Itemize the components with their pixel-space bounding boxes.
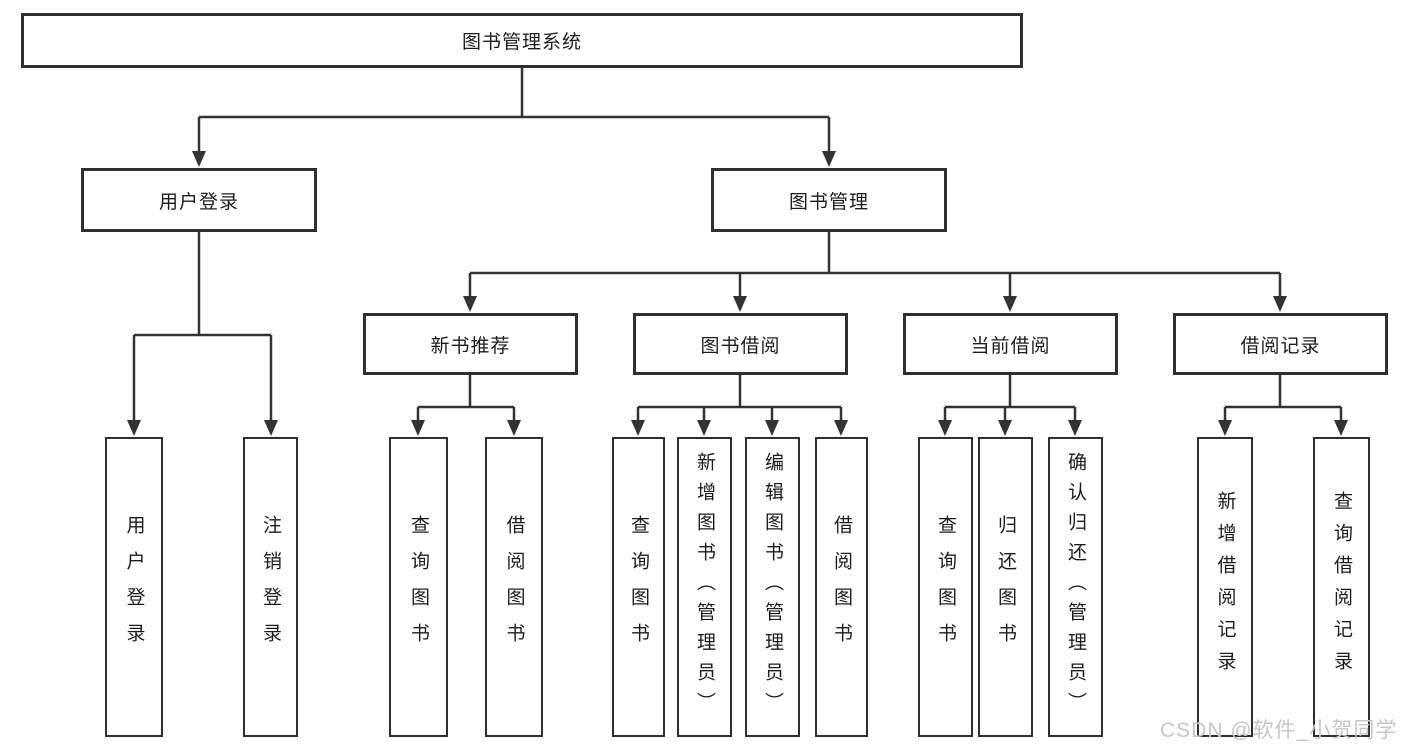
node-label: 确认归还（管理员） bbox=[1065, 452, 1086, 722]
node-label: 归还图书 bbox=[995, 515, 1016, 659]
node-label: 图书管理系统 bbox=[461, 32, 582, 53]
leaf-user-login: 用户登录 bbox=[105, 437, 163, 737]
connector-currentborrow-to-leaves bbox=[943, 375, 1077, 422]
leaf-add-book-admin: 新增图书（管理员） bbox=[677, 437, 732, 737]
arrow-down-icon bbox=[264, 420, 278, 436]
node-label: 新书推荐 bbox=[430, 335, 511, 357]
node-label: 用户登录 bbox=[123, 515, 145, 659]
arrow-down-icon bbox=[1334, 420, 1348, 436]
node-label: 新增借阅记录 bbox=[1214, 491, 1236, 683]
leaf-return-books: 归还图书 bbox=[978, 437, 1033, 737]
connector-records-to-leaves bbox=[1223, 375, 1343, 422]
node-label: 图书借阅 bbox=[700, 335, 781, 357]
connector-root-to-level2 bbox=[197, 68, 831, 153]
leaf-edit-book-admin: 编辑图书（管理员） bbox=[745, 437, 800, 737]
arrow-down-icon bbox=[697, 420, 711, 436]
node-new-book-recommend: 新书推荐 bbox=[363, 313, 578, 375]
arrow-down-icon bbox=[411, 420, 425, 436]
node-user-login-branch: 用户登录 bbox=[81, 168, 317, 232]
csdn-watermark: CSDN @软件_小贺同学 bbox=[1160, 719, 1398, 742]
leaf-borrow-books-2: 借阅图书 bbox=[815, 437, 868, 737]
node-label: 新增图书（管理员） bbox=[694, 452, 715, 722]
node-label: 查询图书 bbox=[628, 515, 649, 659]
arrow-down-icon bbox=[733, 296, 747, 312]
leaf-query-books-3: 查询图书 bbox=[918, 437, 973, 737]
connector-bookborrow-to-leaves bbox=[636, 375, 843, 422]
node-label: 借阅图书 bbox=[503, 515, 525, 659]
leaf-query-borrow-record: 查询借阅记录 bbox=[1313, 437, 1370, 737]
node-label: 查询借阅记录 bbox=[1331, 491, 1352, 683]
leaf-add-borrow-record: 新增借阅记录 bbox=[1197, 437, 1253, 737]
node-label: 借阅图书 bbox=[831, 515, 852, 659]
connector-userlogin-to-leaves bbox=[132, 232, 273, 422]
node-label: 编辑图书（管理员） bbox=[762, 452, 783, 722]
node-label: 注销登录 bbox=[260, 515, 281, 659]
connector-bookmgmt-to-level3 bbox=[468, 232, 1282, 299]
node-label: 查询图书 bbox=[935, 515, 956, 659]
arrow-down-icon bbox=[822, 151, 836, 167]
leaf-borrow-books-1: 借阅图书 bbox=[485, 437, 543, 737]
arrow-down-icon bbox=[463, 296, 477, 312]
arrow-down-icon bbox=[127, 420, 141, 436]
arrow-down-icon bbox=[834, 420, 848, 436]
node-book-management-branch: 图书管理 bbox=[711, 168, 947, 232]
leaf-logout: 注销登录 bbox=[243, 437, 298, 737]
node-book-borrowing: 图书借阅 bbox=[633, 313, 848, 375]
leaf-confirm-return-admin: 确认归还（管理员） bbox=[1048, 437, 1103, 737]
node-borrowing-records: 借阅记录 bbox=[1173, 313, 1388, 375]
node-label: 当前借阅 bbox=[970, 335, 1051, 357]
arrow-down-icon bbox=[1218, 420, 1232, 436]
arrow-down-icon bbox=[1068, 420, 1082, 436]
arrow-down-icon bbox=[765, 420, 779, 436]
node-label: 查询图书 bbox=[408, 515, 429, 659]
arrow-down-icon bbox=[1273, 296, 1287, 312]
arrow-down-icon bbox=[507, 420, 521, 436]
leaf-query-books-2: 查询图书 bbox=[612, 437, 665, 737]
arrow-down-icon bbox=[1003, 296, 1017, 312]
connector-newbook-to-leaves bbox=[416, 375, 516, 422]
node-label: 借阅记录 bbox=[1240, 335, 1321, 357]
arrow-down-icon bbox=[938, 420, 952, 436]
node-root-library-system: 图书管理系统 bbox=[21, 13, 1023, 68]
leaf-query-books-1: 查询图书 bbox=[389, 437, 448, 737]
node-label: 图书管理 bbox=[788, 191, 869, 213]
arrow-down-icon bbox=[998, 420, 1012, 436]
node-current-borrowing: 当前借阅 bbox=[903, 313, 1118, 375]
node-label: 用户登录 bbox=[158, 191, 239, 213]
arrow-down-icon bbox=[631, 420, 645, 436]
arrow-down-icon bbox=[192, 151, 206, 167]
